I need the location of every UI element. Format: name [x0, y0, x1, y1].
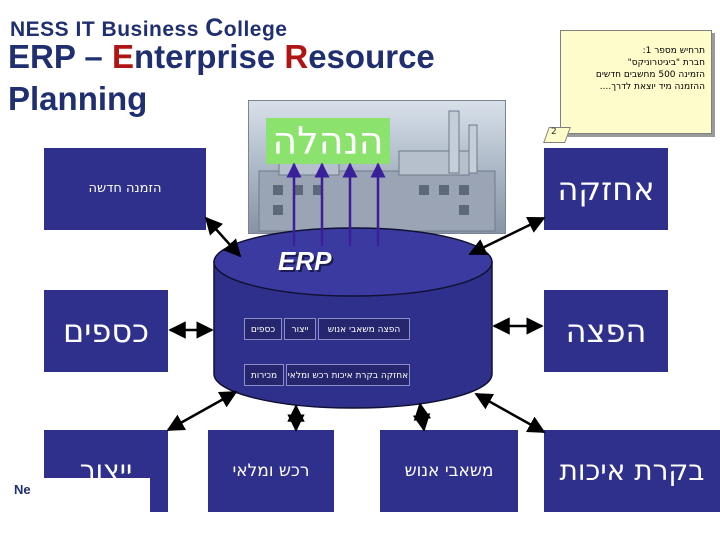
- college-brand: NESS IT Business College: [10, 14, 288, 42]
- inner-distribution-hr: הפצה משאבי אנוש: [318, 318, 410, 340]
- module-maintenance: אחזקה: [544, 148, 668, 230]
- new-order-label: הזמנה חדשה: [88, 181, 162, 196]
- management-label: הנהלה: [266, 118, 390, 164]
- inner-production: ייצור: [284, 318, 316, 340]
- module-hr: משאבי אנוש: [380, 430, 518, 512]
- module-quality: בקרת איכות: [544, 430, 720, 512]
- procurement-label: רכש ומלאי: [232, 461, 310, 481]
- footer-area: [0, 478, 150, 540]
- finance-label: כספים: [62, 312, 150, 350]
- scenario-note: תרחיש מספר 1: חברת "ביגיטרוניקס" הזמינה …: [560, 30, 712, 134]
- module-finance: כספים: [44, 290, 168, 372]
- module-procurement: רכש ומלאי: [208, 430, 334, 512]
- inner-finance: כספים: [244, 318, 282, 340]
- maintenance-label: אחזקה: [557, 170, 655, 208]
- footer-logo: Ne: [14, 482, 31, 497]
- note-page-number: 2: [551, 127, 557, 137]
- distribution-label: הפצה: [565, 312, 647, 350]
- erp-label: ERP: [278, 246, 332, 276]
- inner-maint-quality-proc: אחזקה בקרת איכות רכש ומלאי: [286, 364, 410, 386]
- hr-label: משאבי אנוש: [404, 461, 494, 481]
- slide-title: ERP – Enterprise Resource Planning: [8, 38, 435, 117]
- quality-label: בקרת איכות: [559, 454, 705, 487]
- inner-sales: מכירות: [244, 364, 284, 386]
- module-new-order: הזמנה חדשה: [44, 148, 206, 230]
- module-distribution: הפצה: [544, 290, 668, 372]
